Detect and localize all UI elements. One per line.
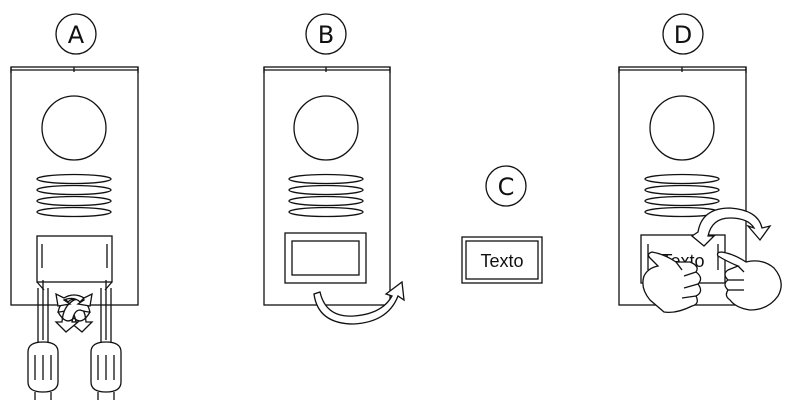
step-b-label: B (318, 21, 334, 49)
step-b-badge: B (305, 13, 347, 55)
pry-arrow-icon (54, 292, 94, 333)
step-c: C Texto (461, 165, 543, 284)
step-c-label: C (498, 173, 515, 201)
nameplate-frame-b (284, 232, 367, 284)
step-a-badge: A (55, 13, 97, 55)
step-c-badge: C (485, 165, 527, 207)
step-d-label: D (674, 21, 692, 49)
camera-lens-a (41, 95, 107, 161)
hand-icon (642, 251, 702, 314)
step-d: D Texto (618, 13, 782, 314)
rotate-arrow-icon (313, 280, 405, 325)
door-panel-b (263, 66, 391, 306)
rotate-arrow-icon (690, 207, 772, 247)
name-card: Texto (461, 236, 543, 284)
step-b: B (263, 13, 405, 325)
step-d-badge: D (662, 13, 704, 55)
speaker-grille-b (288, 173, 364, 218)
camera-lens-d (649, 95, 715, 161)
step-a-label: A (68, 21, 85, 49)
name-card-text: Texto (480, 251, 523, 271)
step-a: A (10, 13, 139, 400)
screwdriver-icon (27, 280, 59, 400)
door-panel-a (10, 66, 139, 306)
hand-icon (716, 251, 782, 311)
screwdriver-icon (90, 280, 122, 400)
speaker-grille-a (36, 173, 112, 218)
nameplate-cover-a (36, 235, 113, 291)
camera-lens-b (293, 95, 359, 161)
